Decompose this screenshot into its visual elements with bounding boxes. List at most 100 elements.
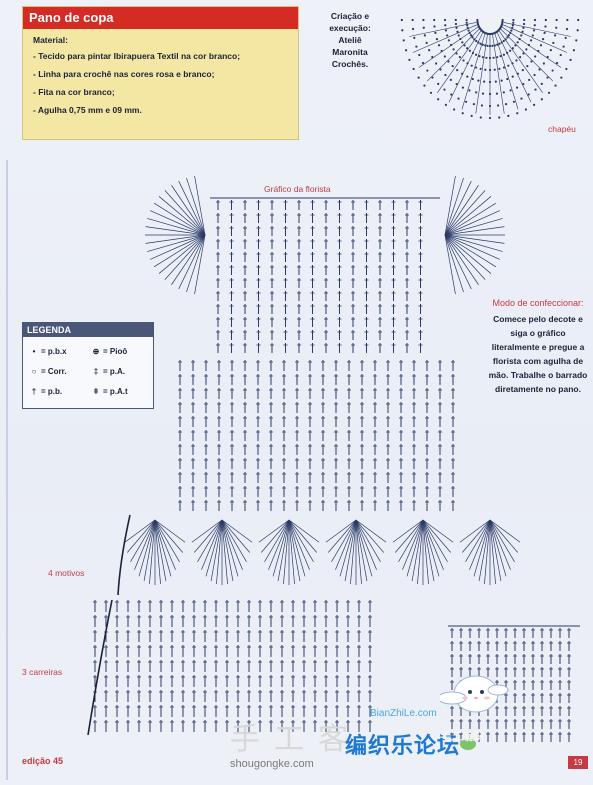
legend-symbol: • <box>32 347 36 356</box>
hat-dot <box>500 79 503 82</box>
sleeve-stitch <box>171 185 206 236</box>
sleeve-stitch <box>147 234 206 252</box>
sleeve-stitch <box>444 180 472 236</box>
scallop-stitch <box>422 519 440 577</box>
sleeve-stitch <box>444 234 479 285</box>
hat-dot <box>496 104 500 107</box>
scallop-stitch <box>277 519 290 582</box>
hat-dot <box>461 41 464 44</box>
scallop-stitch <box>355 519 381 562</box>
hat-dot <box>421 61 425 65</box>
hat-spoke <box>409 22 477 37</box>
legend-symbol: ‡ <box>93 367 99 376</box>
material-heading: Material: <box>33 35 68 45</box>
hat-dot <box>439 68 442 71</box>
legend-symbol: ○ <box>31 367 37 376</box>
sleeve-stitch <box>178 234 206 290</box>
hat-dot <box>466 75 469 78</box>
hat-dot <box>461 112 464 115</box>
hat-dot <box>507 64 510 67</box>
hat-dot <box>474 66 478 69</box>
scallop-stitch <box>355 519 387 543</box>
hat-dot <box>450 93 453 96</box>
hat-dot <box>458 56 461 59</box>
sleeve-stitch <box>150 234 206 260</box>
hat-dot <box>443 55 446 58</box>
hat-dot <box>511 47 514 50</box>
hat-dot <box>443 18 447 22</box>
legend-label: = p.A. <box>103 367 126 376</box>
credits-line: Ateliê <box>338 35 362 45</box>
hat-dot <box>562 45 565 48</box>
material-box: Pano de copa Material: - Tecido para pin… <box>22 6 299 140</box>
hat-dot <box>457 97 460 100</box>
scallop-stitch <box>194 519 223 553</box>
scallop-stitch <box>489 519 511 570</box>
hat-dot <box>455 26 458 30</box>
hat-dot <box>425 41 428 44</box>
hat-dot <box>435 38 439 41</box>
hat-dot <box>475 91 478 94</box>
hat-dot <box>572 49 575 52</box>
hat-dot <box>520 97 523 100</box>
hat-dot <box>481 43 484 46</box>
sleeve-stitch <box>444 185 479 236</box>
scallop-stitch <box>130 519 156 562</box>
border-diagram <box>93 519 580 742</box>
hat-dot <box>444 29 448 32</box>
hat-dot <box>560 76 563 79</box>
hat-dot <box>479 42 482 45</box>
hat-dot <box>502 53 506 56</box>
sleeve-stitch <box>444 226 505 236</box>
hat-dot <box>449 78 452 81</box>
hat-dot <box>511 24 514 27</box>
hat-dot <box>451 64 454 68</box>
legend-item: ⊕= Pioô <box>89 347 128 356</box>
hat-dot <box>447 60 450 63</box>
scallop-stitch <box>355 519 384 553</box>
hat-spoke <box>501 26 562 68</box>
hat-dot <box>446 34 449 37</box>
hat-spoke <box>492 33 505 114</box>
hat-dot <box>481 56 484 59</box>
scallop-stitch <box>143 519 156 582</box>
hat-spoke <box>437 30 482 93</box>
hat-dot <box>411 18 414 22</box>
scallop-stitch <box>201 519 223 570</box>
scallop-stitch <box>154 519 183 553</box>
hat-dot <box>542 62 545 65</box>
sleeve-stitch <box>153 234 206 268</box>
hat-dot <box>543 31 546 34</box>
hat-dot <box>532 29 536 32</box>
credits: Criação e execução: Ateliê Maronita Croc… <box>315 10 385 70</box>
sleeve-stitch <box>444 218 503 236</box>
sleeve-stitch <box>186 177 206 236</box>
sleeve-stitch <box>444 210 500 236</box>
bunny-mascot-icon <box>440 675 509 713</box>
scallop-stitch <box>489 519 515 562</box>
scallop-stitch <box>288 519 310 570</box>
hat-dot <box>433 25 436 28</box>
scallop-stitch <box>154 519 186 543</box>
hat-dot <box>507 114 510 117</box>
scallop-stitch <box>221 519 243 570</box>
hat-dot <box>540 82 543 86</box>
scallop-stitch <box>489 519 502 582</box>
hat-dot <box>554 34 557 37</box>
motivos-label: 4 motivos <box>48 568 85 578</box>
hat-spoke <box>475 33 488 114</box>
sleeve-stitch <box>186 234 206 293</box>
scallop-stitch <box>339 519 357 577</box>
hat-dot <box>437 82 440 86</box>
watermark-site: BianZhiLe.com <box>370 708 437 719</box>
hat-dot <box>512 21 515 24</box>
hat-dot <box>492 56 495 59</box>
hat-dot <box>433 18 436 22</box>
legend-label: = p.b. <box>41 387 63 396</box>
hat-spoke <box>418 26 479 68</box>
hat-dot <box>559 53 562 57</box>
scallop-stitch <box>335 519 357 570</box>
hat-spoke <box>494 33 519 110</box>
hat-dot <box>443 88 446 91</box>
hat-dot <box>423 84 426 87</box>
